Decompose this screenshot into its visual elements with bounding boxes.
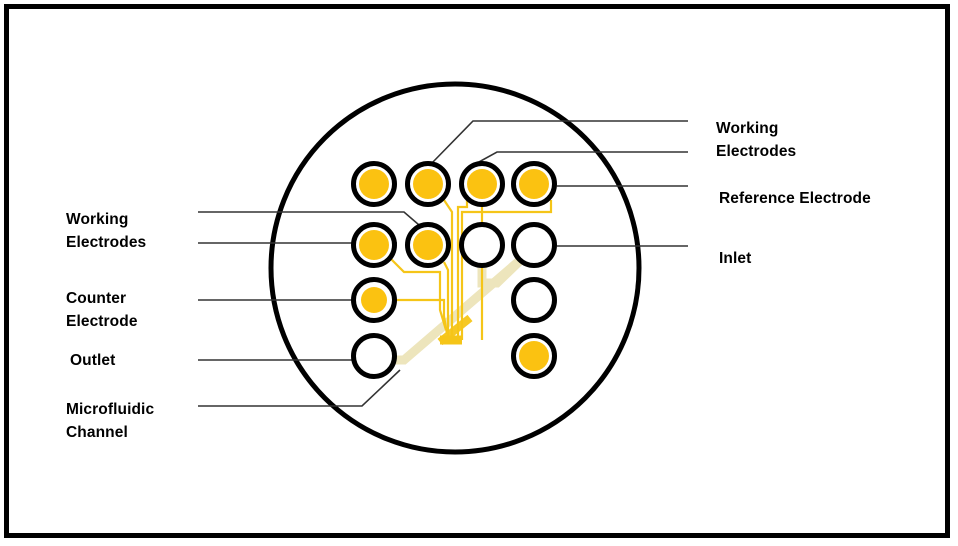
- electrode-pad-working-electrode-pad-r2c1[interactable]: [351, 222, 397, 268]
- electrode-pad-outlet-pad-r4c1[interactable]: [351, 333, 397, 379]
- pad-gold-core: [519, 169, 549, 199]
- electrode-pad-working-electrode-pad-r1c3[interactable]: [459, 161, 505, 207]
- electrode-pad-working-electrode-pad-r2c2[interactable]: [405, 222, 451, 268]
- electrode-pad-inlet-port-pad-r2c3[interactable]: [459, 222, 505, 268]
- leader-we-right-2: [467, 151, 688, 169]
- pad-ring: [511, 222, 557, 268]
- pad-gold-core: [519, 341, 549, 371]
- gold-trace-4: [460, 200, 553, 340]
- leader-channel: [198, 369, 401, 407]
- leader-we-left-1: [198, 211, 434, 238]
- pad-gold-core: [413, 230, 443, 260]
- electrode-pad-empty-port-pad-r3c4[interactable]: [511, 277, 557, 323]
- label-working-electrodes-left: Working Electrodes: [66, 211, 147, 251]
- electrode-pad-inlet-pad-r2c4[interactable]: [511, 222, 557, 268]
- gold-trace-7: [392, 298, 449, 335]
- gold-trace-5: [389, 257, 448, 331]
- pad-ring: [351, 333, 397, 379]
- pad-gold-core: [361, 287, 387, 313]
- electrode-pad-working-electrode-pad-r1c1[interactable]: [351, 161, 397, 207]
- gold-trace-bundle-diagonal: [437, 314, 473, 346]
- gold-trace-1: [443, 199, 454, 340]
- label-working-electrodes-right: Working Electrodes: [716, 120, 797, 160]
- pad-ring: [459, 222, 505, 268]
- leader-we-right-1: [430, 120, 688, 165]
- label-counter-electrode: Counter Electrode: [66, 290, 138, 330]
- pad-gold-core: [467, 169, 497, 199]
- electrode-pad-gold-port-pad-r4c4[interactable]: [511, 333, 557, 379]
- label-outlet: Outlet: [70, 352, 116, 369]
- electrode-pad-reference-electrode-pad-r1c4[interactable]: [511, 161, 557, 207]
- label-reference-electrode: Reference Electrode: [719, 190, 871, 207]
- electrode-pad-working-electrode-pad-r1c2[interactable]: [405, 161, 451, 207]
- electrode-pad-counter-electrode-pad-r3c1[interactable]: [351, 277, 397, 323]
- label-inlet: Inlet: [719, 250, 752, 267]
- pad-ring: [511, 277, 557, 323]
- pad-gold-core: [359, 230, 389, 260]
- pad-gold-core: [413, 169, 443, 199]
- electrode-pad-group: [351, 161, 557, 379]
- pad-gold-core: [359, 169, 389, 199]
- chip-outline-circle: [268, 81, 642, 455]
- figure-border: [4, 4, 950, 538]
- label-microfluidic-channel: Microfluidic Channel: [66, 401, 155, 441]
- gold-trace-6: [443, 261, 450, 340]
